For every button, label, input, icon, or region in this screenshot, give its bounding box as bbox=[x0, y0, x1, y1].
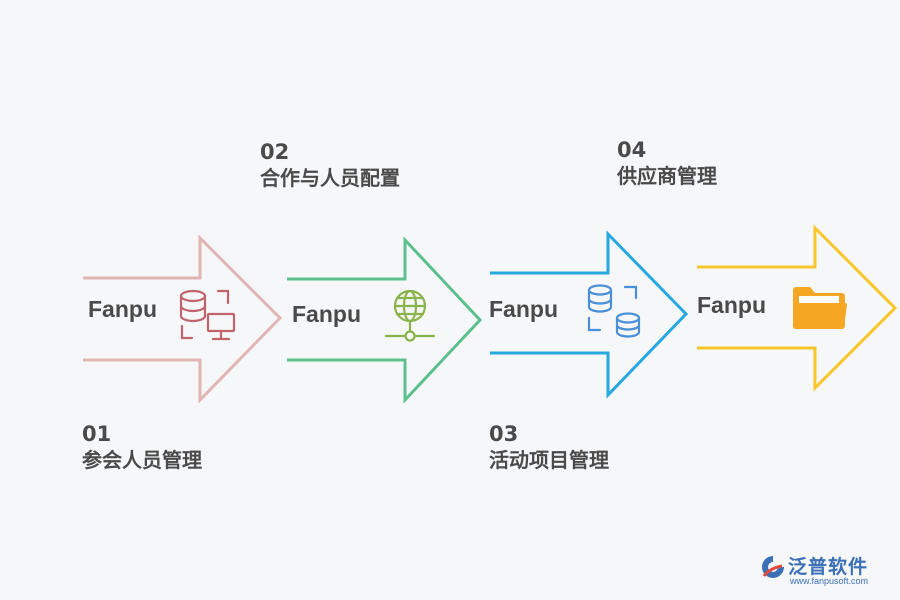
arrow-3 bbox=[490, 230, 689, 399]
watermark-name: 泛普软件 bbox=[788, 556, 869, 578]
step-2-number: 02 bbox=[260, 140, 290, 164]
step-1-number: 01 bbox=[82, 422, 112, 446]
arrow-label-2: Fanpu bbox=[292, 301, 361, 327]
step-2: 02 合作与人员配置 bbox=[260, 139, 400, 191]
databases-icon bbox=[587, 284, 641, 338]
step-3-number: 03 bbox=[489, 422, 519, 446]
arrow-2 bbox=[287, 236, 483, 404]
step-3: 03 活动项目管理 bbox=[489, 421, 609, 473]
fanpu-logo-icon bbox=[762, 556, 784, 578]
arrow-1 bbox=[83, 234, 283, 404]
watermark: 泛普软件 www.fanpusoft.com bbox=[760, 552, 890, 592]
watermark-url: www.fanpusoft.com bbox=[790, 576, 869, 586]
arrow-4 bbox=[697, 224, 898, 392]
database-monitor-icon bbox=[179, 289, 236, 341]
arrow-label-4: Fanpu bbox=[697, 292, 766, 318]
globe-network-icon bbox=[384, 289, 436, 342]
step-2-title: 合作与人员配置 bbox=[260, 166, 400, 190]
step-4: 04 供应商管理 bbox=[617, 137, 717, 189]
step-4-number: 04 bbox=[617, 138, 647, 162]
step-3-title: 活动项目管理 bbox=[489, 448, 609, 472]
step-1-title: 参会人员管理 bbox=[82, 448, 202, 472]
arrow-label-3: Fanpu bbox=[489, 296, 558, 322]
step-1: 01 参会人员管理 bbox=[82, 421, 202, 473]
step-4-title: 供应商管理 bbox=[617, 164, 717, 188]
folder-icon bbox=[793, 287, 847, 330]
arrow-label-1: Fanpu bbox=[88, 296, 157, 322]
